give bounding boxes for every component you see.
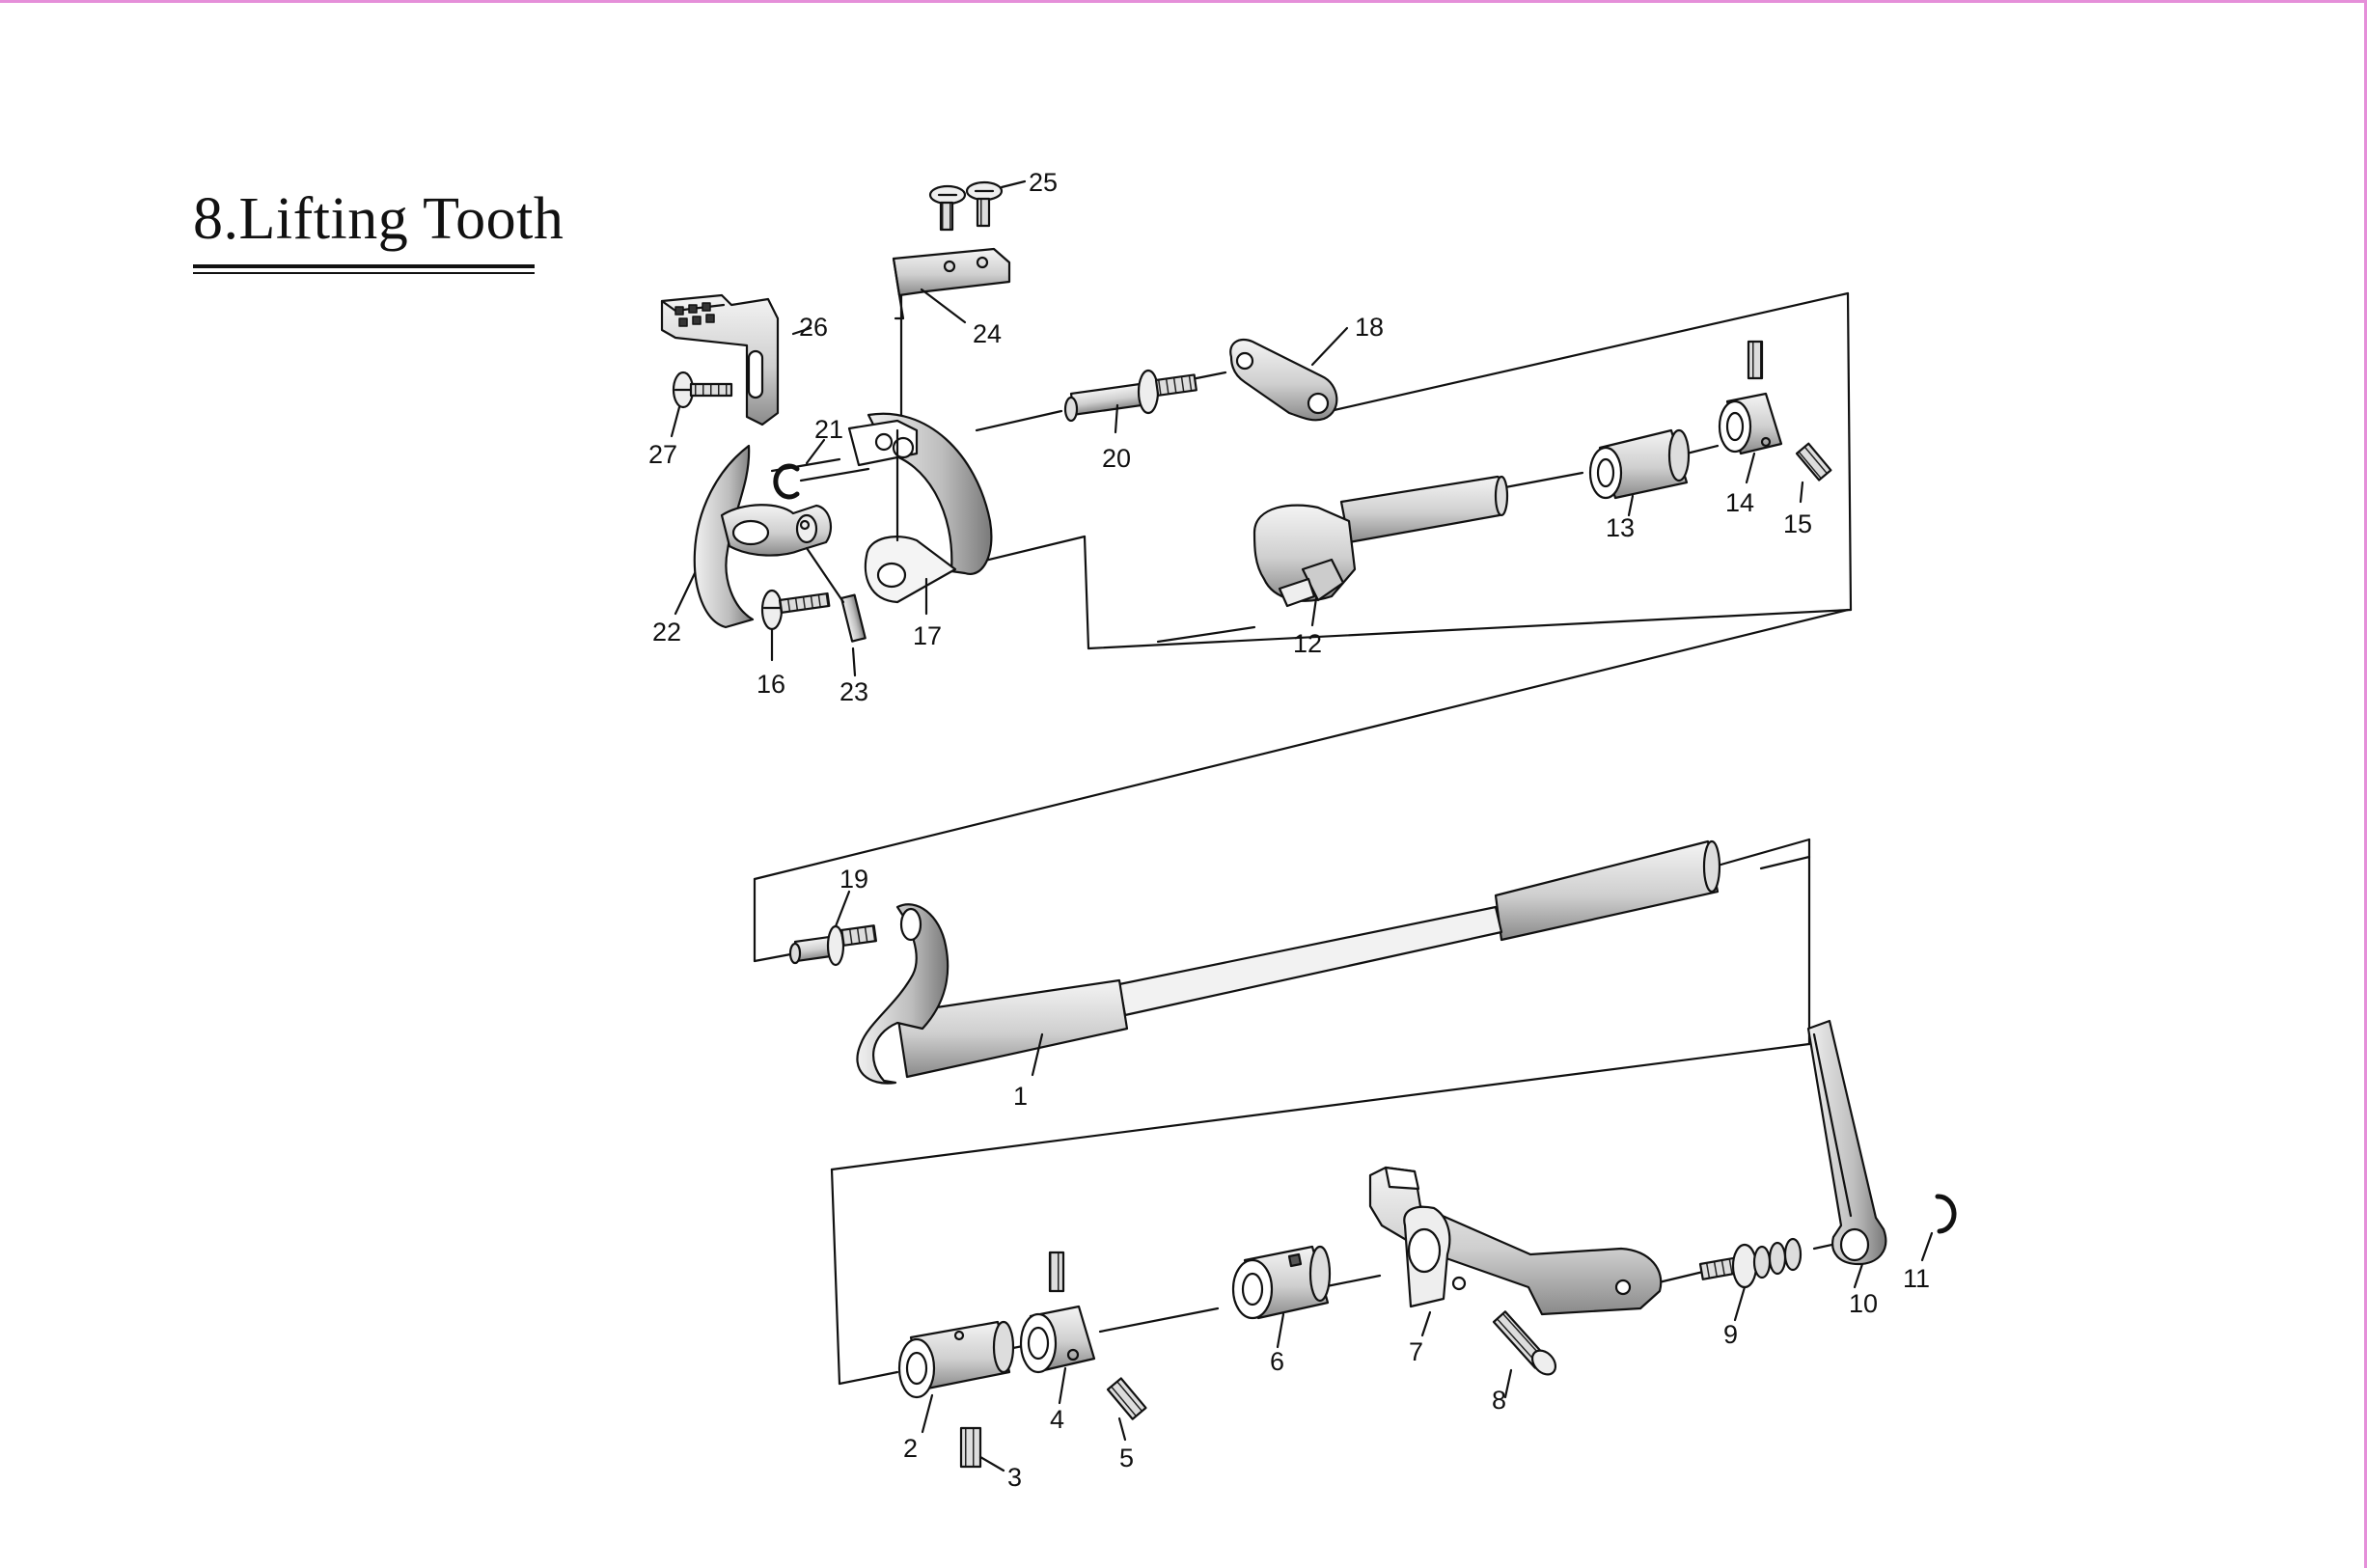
label-part-2: 2 [903,1434,918,1463]
part-7-lever-arm [1368,1166,1663,1337]
label-part-23: 23 [839,677,868,706]
part-17-crank [847,412,993,616]
title-underline-thick [193,264,535,268]
label-part-11: 11 [1903,1264,1930,1293]
part-19-stud [788,890,877,967]
part-24-bracket [892,247,1011,324]
label-part-14: 14 [1725,488,1754,517]
part-labels: 1 2 3 4 5 6 7 8 9 10 11 12 13 14 15 16 1… [648,168,1930,1492]
label-part-26: 26 [799,313,828,342]
label-part-24: 24 [973,319,1002,348]
label-part-25: 25 [1029,168,1058,197]
page-title: 8.Lifting Tooth [193,186,564,252]
label-part-27: 27 [648,440,677,469]
label-part-16: 16 [757,670,785,699]
label-part-13: 13 [1606,513,1635,542]
label-part-5: 5 [1119,1444,1134,1472]
part-2-bushing [897,1320,1015,1434]
label-part-17: 17 [913,621,942,650]
part-9-spring-screw [1698,1237,1803,1322]
part-8-screw [1492,1310,1557,1399]
part-13-bushing [1588,428,1691,517]
label-part-12: 12 [1293,629,1322,658]
label-part-8: 8 [1492,1386,1506,1415]
part-20-stud [1063,369,1197,434]
part-3-set-screw [959,1426,1005,1472]
part-22-hook-lever [674,444,833,629]
label-part-19: 19 [839,865,868,894]
part-16-screw [760,589,831,662]
label-part-3: 3 [1007,1463,1022,1492]
label-part-9: 9 [1723,1320,1738,1349]
label-part-1: 1 [1013,1082,1028,1111]
label-part-6: 6 [1270,1347,1284,1376]
part-25-screws [928,179,1027,232]
part-27-screw [670,371,733,438]
label-part-7: 7 [1409,1337,1423,1366]
part-6-bushing [1231,1245,1332,1349]
part-10-rod [1806,1019,1887,1289]
title-underline-thin [193,272,535,274]
part-26-feed-dog [660,293,812,426]
part-23-pin [805,546,867,677]
label-part-22: 22 [652,618,681,646]
part-11-e-clip [1920,1194,1957,1262]
label-part-10: 10 [1849,1289,1878,1318]
part-21-e-clip [773,438,870,500]
part-4-collar [1019,1251,1096,1405]
label-part-15: 15 [1783,509,1812,538]
part-15-set-screw [1795,442,1832,504]
label-part-20: 20 [1102,444,1131,473]
part-14-collar [1718,340,1783,484]
part-5-set-screw [1106,1377,1147,1442]
part-18-link [1229,326,1349,422]
shaft-frame [753,608,1850,1171]
label-part-21: 21 [814,415,843,444]
label-part-4: 4 [1050,1405,1064,1434]
part-1-main-shaft [856,839,1721,1085]
part-12-shaft [1252,475,1509,627]
label-part-18: 18 [1355,313,1384,342]
